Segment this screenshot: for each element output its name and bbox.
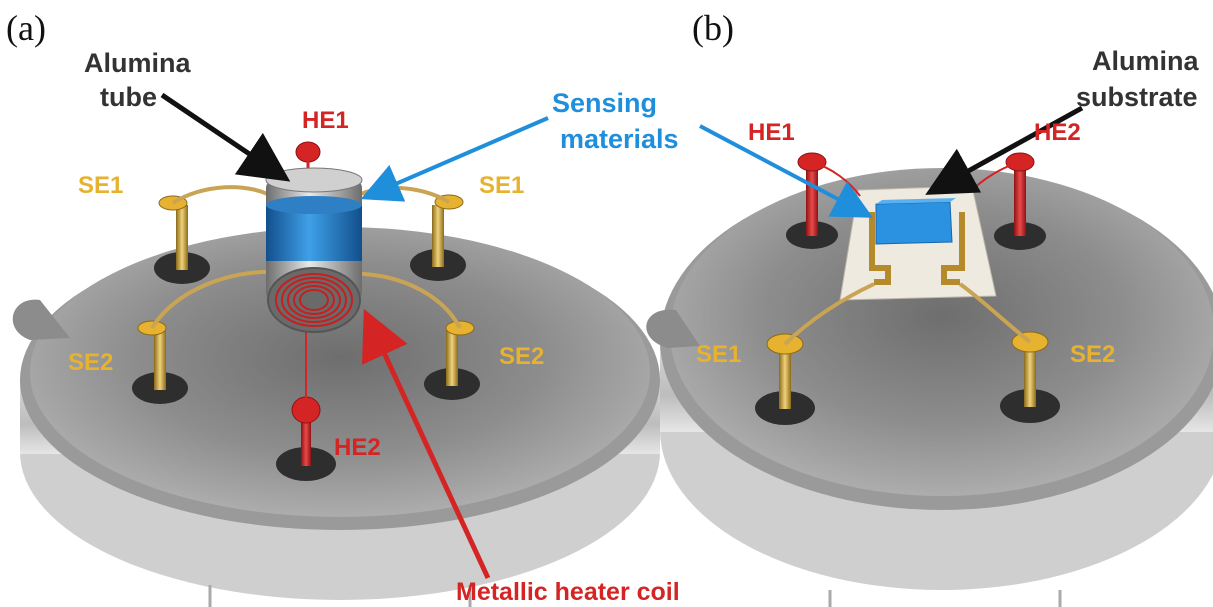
he2-label: HE2 [1034, 119, 1081, 146]
lead-wire [783, 282, 875, 346]
sensing-material-band [266, 205, 362, 261]
lead-wire [171, 185, 280, 205]
panel-label-b: (b) [692, 8, 734, 48]
se1-label: SE1 [78, 172, 123, 199]
se1-label: SE1 [479, 172, 524, 199]
he1-label: HE1 [748, 119, 795, 146]
substrate-electrode [941, 212, 965, 285]
electrode-pin [1024, 343, 1036, 407]
lead-wire [150, 269, 276, 330]
electrode-pin [176, 205, 188, 270]
electrode-pin [446, 328, 458, 386]
heater-pin [1014, 162, 1026, 236]
base-tab-b [646, 309, 700, 348]
alumina-tube-arrow [160, 92, 291, 182]
panel-b: (b) Alumina substrate HE1 HE2 SE1 SE2 [646, 8, 1213, 607]
electrode-pin [432, 205, 444, 267]
sensor-base-b [646, 168, 1213, 607]
alumina-substrate-label-line1: Alumina [1092, 46, 1199, 76]
panel-a: (a) Alumina tube HE1 HE2 SE1 SE1 SE2 SE2… [6, 8, 680, 607]
sensing-arrow [360, 116, 549, 202]
sensing-material-block [875, 201, 953, 245]
lead-wire [958, 282, 1032, 344]
se2-label: SE2 [1070, 341, 1115, 368]
heater-pin [806, 162, 818, 236]
substrate-electrode [869, 212, 891, 285]
heater-pin [301, 410, 311, 466]
sensing-materials-label-line1: Sensing [552, 88, 657, 118]
heater-coil-label: Metallic heater coil [456, 578, 680, 606]
he1-label: HE1 [302, 107, 349, 134]
sensing-materials-label-line2: materials [560, 124, 679, 154]
alumina-substrate-arrow [925, 105, 1084, 195]
alumina-tube [265, 167, 363, 333]
panel-label-a: (a) [6, 8, 46, 48]
heater-coil-arrow [362, 308, 491, 580]
lead-wire [351, 271, 462, 329]
electrode-pin [779, 345, 791, 409]
he2-label: HE2 [334, 434, 381, 461]
lead-wire [348, 185, 451, 204]
alumina-substrate [839, 185, 997, 301]
base-tab-a [12, 299, 70, 340]
alumina-tube-label-line2: tube [100, 82, 157, 112]
alumina-substrate-label-line2: substrate [1076, 82, 1198, 112]
se2-label: SE2 [499, 343, 544, 370]
electrode-pin [154, 330, 166, 390]
se2-label: SE2 [68, 349, 113, 376]
sensing-arrow [699, 124, 874, 218]
alumina-tube-label-line1: Alumina [84, 48, 191, 78]
se1-label: SE1 [696, 341, 741, 368]
heater-coil [275, 273, 353, 327]
